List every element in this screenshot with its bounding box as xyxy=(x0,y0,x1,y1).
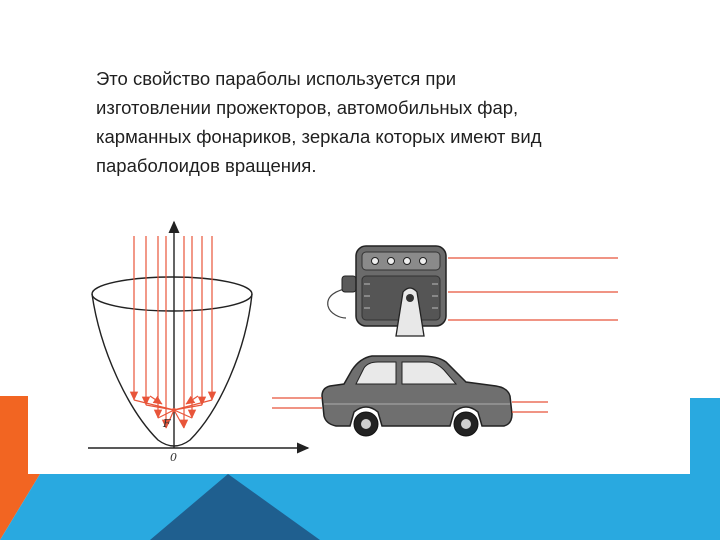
car-illustration xyxy=(272,355,548,437)
origin-label: 0 xyxy=(170,451,177,464)
text-line-1: Это свойство параболы используется при xyxy=(96,68,457,89)
searchlight-beams xyxy=(448,257,618,321)
searchlight-stand xyxy=(395,287,425,337)
paraboloid-diagram: F 0 xyxy=(88,220,310,464)
car-rear-window xyxy=(401,361,458,385)
incoming-rays xyxy=(129,236,217,429)
dark-blue-wedge xyxy=(150,474,320,540)
paraboloid-rim xyxy=(91,276,253,312)
paraboloid-outline xyxy=(91,293,253,447)
slide-body-text: Это свойство параболы используется при и… xyxy=(96,64,676,180)
car-front-window xyxy=(355,361,397,385)
car-headlight-beams xyxy=(272,397,548,413)
focus-point xyxy=(172,408,176,412)
searchlight-illustration xyxy=(327,245,618,337)
orange-left-shape xyxy=(0,396,28,474)
focus-label: F xyxy=(162,417,171,430)
text-line-4: параболоидов вращения. xyxy=(96,155,317,176)
reflected-rays xyxy=(133,395,213,429)
searchlight-cable xyxy=(327,287,351,319)
searchlight-plug xyxy=(341,275,357,293)
cyan-right-shape xyxy=(690,398,720,474)
text-line-3: карманных фонариков, зеркала которых име… xyxy=(96,126,542,147)
text-line-2: изготовлении прожекторов, автомобильных … xyxy=(96,97,519,118)
